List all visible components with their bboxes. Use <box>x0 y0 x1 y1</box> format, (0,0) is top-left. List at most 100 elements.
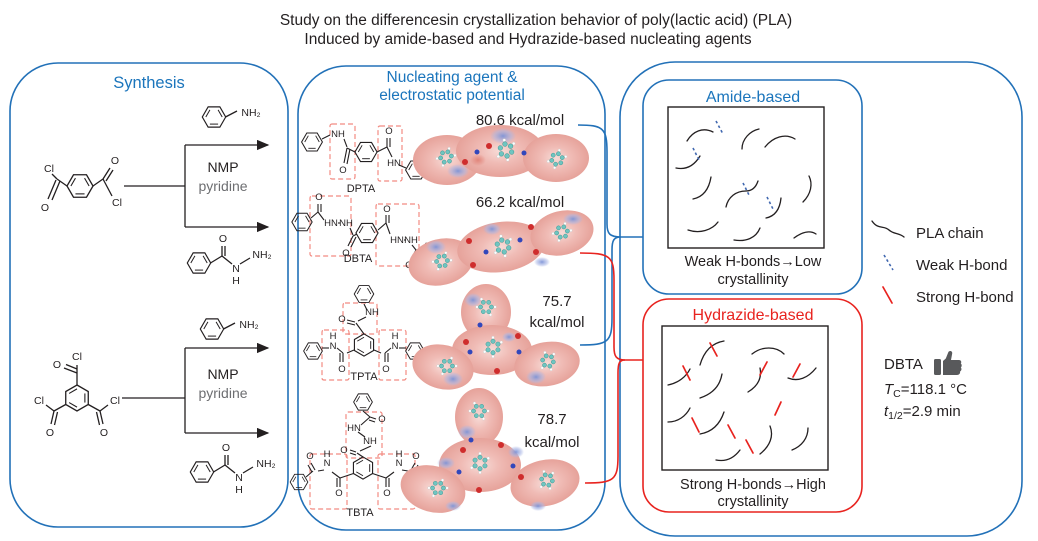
legend-weak-label: Weak H-bond <box>916 257 1007 274</box>
atom-label: O <box>53 359 61 371</box>
strong-hbond-segment <box>691 417 700 433</box>
atom-label: Cl <box>34 395 44 407</box>
atom-label: H <box>232 275 240 287</box>
legend-strong-label: Strong H-bond <box>916 289 1014 306</box>
atom-label: O <box>340 445 347 456</box>
strong-hbond-segment <box>759 361 768 376</box>
solvent-label: NMP <box>207 366 238 382</box>
strong-hbond-segment <box>682 365 691 381</box>
atom-label: O <box>339 165 346 176</box>
structure-label-dpta: DPTA <box>347 183 376 195</box>
reaction1-arrows: NMP pyridine <box>124 139 270 233</box>
atom-label: O <box>46 427 54 439</box>
amide-connector-brace <box>577 124 643 346</box>
result-thalf-value: t1/2=2.9 min <box>884 403 961 422</box>
atom-label: O <box>342 248 349 259</box>
legend-pla-label: PLA chain <box>916 225 984 242</box>
esp-surface-tbta <box>400 388 580 513</box>
atom-label: NH₂ <box>239 319 258 331</box>
hydrazide-pla-chains <box>667 340 817 462</box>
strong-hbond-segment <box>727 424 736 439</box>
figure-title-line1: Study on the differencesin crystallizati… <box>280 12 792 29</box>
atom-label: O <box>222 442 230 454</box>
figure-title-line2: Induced by amide-based and Hydrazide-bas… <box>304 31 751 48</box>
synthesis-panel-border <box>9 62 289 528</box>
hydrazide-highlight-box <box>345 411 383 459</box>
aniline-structure: NH₂ <box>201 106 261 128</box>
atom-label: O <box>335 488 342 499</box>
weak-hbond-icon <box>883 254 894 271</box>
atom-label: N <box>330 341 337 352</box>
solvent-label: NMP <box>207 159 238 175</box>
esp-value-tbta: 78.7 kcal/mol <box>524 411 580 452</box>
atom-label: Cl <box>44 163 54 175</box>
structure-label-tbta: TBTA <box>346 507 374 519</box>
amide-highlight-box <box>321 329 350 381</box>
atom-label: NH₂ <box>256 458 275 470</box>
results-panel-border <box>619 61 1023 537</box>
tpta-structure: NH O H N O H N O TPTA <box>303 285 425 383</box>
atom-label: O <box>382 364 389 375</box>
terephthaloyl-chloride-structure: Cl O O Cl <box>41 155 122 214</box>
amide-box-border <box>642 79 863 295</box>
trimesoyl-chloride-structure: Cl O Cl O Cl O <box>34 351 120 439</box>
atom-label: O <box>41 202 49 214</box>
amide-caption-line2: crystallinity <box>718 272 790 288</box>
result-tc-value: TC=118.1 °C <box>884 381 967 400</box>
atom-label: H <box>330 331 337 342</box>
tbta-structure: O HN NH O O N H O O N H O TBTA <box>289 393 437 519</box>
atom-label: O <box>100 427 108 439</box>
hydrazide-connector-brace <box>579 252 643 484</box>
atom-label: O <box>219 233 227 245</box>
atom-label: NH <box>404 235 418 246</box>
amide-pla-chains <box>675 120 817 242</box>
hydrazide-caption-line1: Strong H-bonds→High <box>680 477 826 493</box>
strong-hbond-icon <box>882 286 893 304</box>
base-label: pyridine <box>198 385 247 401</box>
atom-label: O <box>385 126 392 137</box>
nucleating-heading-line2: electrostatic potential <box>379 87 525 104</box>
weak-hbond-segment <box>715 120 724 135</box>
atom-label: Cl <box>110 395 120 407</box>
weak-hbond-segment <box>692 147 700 161</box>
atom-label: Cl <box>72 351 82 363</box>
hydrazide-highlight-box <box>309 195 352 257</box>
atom-label: HN <box>347 423 361 434</box>
esp-surface-dpta <box>413 125 589 185</box>
atom-label: HN <box>324 218 338 229</box>
amide-highlight-box <box>378 329 407 381</box>
atom-label: NH <box>365 307 379 318</box>
hydrazide-box-border <box>642 298 863 513</box>
strong-hbond-segment <box>709 342 718 357</box>
atom-label: HN <box>387 158 401 169</box>
atom-label: NH₂ <box>241 107 260 119</box>
atom-label: O <box>378 414 385 425</box>
atom-label: NH <box>363 436 377 447</box>
hydrazide-chain-box <box>661 325 829 471</box>
atom-label: O <box>338 314 345 325</box>
structure-label-dbta: DBTA <box>344 253 373 265</box>
reaction2-arrows: NMP pyridine <box>122 342 270 439</box>
amide-highlight-box <box>377 125 403 182</box>
atom-label: O <box>383 204 390 215</box>
atom-label: H <box>396 449 403 460</box>
esp-value-dpta: 80.6 kcal/mol <box>475 112 565 129</box>
benzohydrazide-structure: O N H NH₂ <box>186 233 272 287</box>
atom-label: HN <box>390 235 404 246</box>
atom-label: N <box>392 341 399 352</box>
dpta-structure: NH O O HN DPTA <box>301 123 427 195</box>
weak-hbond-segment <box>742 182 750 196</box>
amide-caption-line1: Weak H-bonds→Low <box>685 254 822 270</box>
nucleating-panel-border <box>297 65 606 531</box>
legend: PLA chain Weak H-bond Strong H-bond DBTA… <box>871 220 1014 422</box>
strong-hbond-segment <box>792 363 801 378</box>
base-label: pyridine <box>198 178 247 194</box>
esp-value-dbta: 66.2 kcal/mol <box>475 194 565 211</box>
pla-chain-icon <box>871 220 905 238</box>
atom-label: O <box>412 451 419 462</box>
atom-label: H <box>235 484 243 496</box>
aniline-structure: NH₂ <box>199 318 259 340</box>
hydrazide-highlight-box <box>377 453 416 510</box>
